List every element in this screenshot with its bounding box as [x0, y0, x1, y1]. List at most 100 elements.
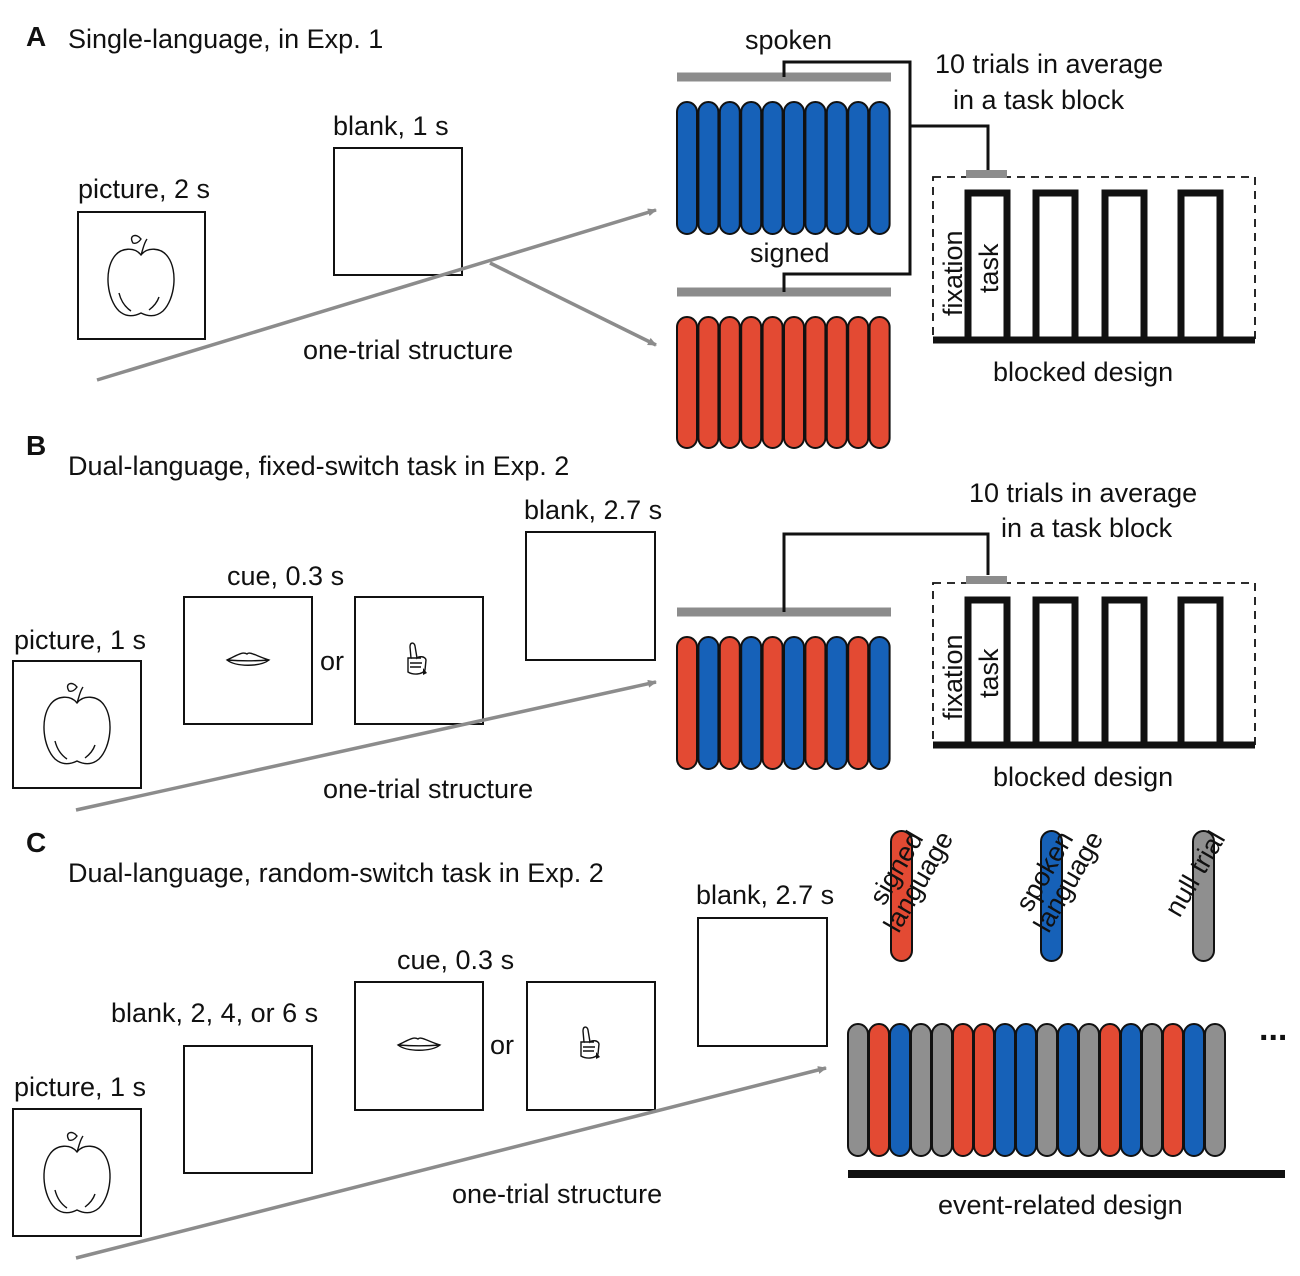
a-trial-label: one-trial structure — [303, 335, 513, 365]
c-null-trial-bar — [1141, 1023, 1163, 1157]
c-spoken-trial-bar — [1057, 1023, 1079, 1157]
b-design-label: blocked design — [993, 762, 1173, 792]
a-avg-line2: in a task block — [953, 85, 1125, 115]
a-bracket-connector — [782, 60, 912, 292]
c-trial-label: one-trial structure — [452, 1179, 662, 1209]
b-blank-frame — [525, 531, 656, 661]
c-blank-var-label: blank, 2, 4, or 6 s — [111, 998, 318, 1028]
panel-a-letter: A — [26, 21, 46, 52]
a-blocked-design: fixation task — [932, 170, 1256, 344]
b-fixation-label: fixation — [938, 634, 968, 720]
a-signed-trial-bar — [825, 316, 848, 449]
c-design-label: event-related design — [938, 1190, 1183, 1220]
a-avg-connector — [910, 124, 990, 170]
a-fixation-label: fixation — [938, 230, 968, 316]
a-spoken-trial-bar — [868, 101, 891, 235]
b-spoken-trial-bar — [740, 636, 763, 770]
a-spoken-trial-bar — [825, 101, 848, 235]
b-trial-arrow — [75, 679, 657, 812]
c-null-trial-bar — [1036, 1023, 1058, 1157]
c-null-trial-bar — [847, 1023, 869, 1157]
panel-a-title: Single-language, in Exp. 1 — [68, 24, 383, 54]
a-spoken-arrow — [96, 208, 657, 382]
c-picture-frame — [12, 1108, 142, 1237]
c-spoken-trial-bar — [889, 1023, 911, 1157]
b-avg-connector — [782, 532, 990, 612]
a-avg-line1: 10 trials in average — [935, 49, 1163, 79]
c-signed-trial-bar — [952, 1023, 974, 1157]
a-signed-arrow — [489, 261, 657, 347]
a-spoken-trial-bar — [676, 101, 698, 235]
b-picture-label: picture, 1 s — [14, 625, 146, 655]
legend-spoken-swatch — [1040, 830, 1063, 962]
b-spoken-trial-bar — [825, 636, 848, 770]
b-signed-trial-bar — [761, 636, 784, 770]
b-signed-trial-bar — [847, 636, 870, 770]
panel-b-letter: B — [26, 430, 46, 461]
c-null-trial-bar — [1204, 1023, 1226, 1157]
a-spoken-trial-bar — [718, 101, 741, 235]
c-signed-trial-bar — [1099, 1023, 1121, 1157]
b-picture-frame — [12, 660, 142, 789]
b-spoken-trial-bar — [783, 636, 805, 770]
c-blank-label: blank, 2.7 s — [696, 880, 834, 910]
panel-c-title: Dual-language, random-switch task in Exp… — [68, 858, 604, 888]
a-signed-block — [676, 316, 891, 449]
a-spoken-trial-bar — [761, 101, 784, 235]
c-spoken-trial-bar — [1120, 1023, 1142, 1157]
a-signed-trial-bar — [697, 316, 720, 449]
c-blank-frame — [697, 917, 828, 1047]
b-or-label: or — [320, 646, 344, 676]
a-spoken-block — [676, 101, 891, 235]
a-signed-trial-bar — [783, 316, 805, 449]
a-spoken-label: spoken — [745, 25, 832, 55]
b-task-label: task — [974, 648, 1004, 698]
b-signed-trial-bar — [676, 636, 698, 770]
a-spoken-trial-bar — [847, 101, 870, 235]
a-signed-trial-bar — [676, 316, 698, 449]
c-spoken-trial-bar — [1183, 1023, 1205, 1157]
a-signed-trial-bar — [740, 316, 763, 449]
c-signed-trial-bar — [973, 1023, 995, 1157]
a-task-label: task — [974, 243, 1004, 293]
a-spoken-trial-bar — [783, 101, 805, 235]
c-or-label: or — [490, 1030, 514, 1060]
b-spoken-trial-bar — [697, 636, 720, 770]
b-mixed-block — [676, 636, 891, 770]
b-signed-trial-bar — [804, 636, 827, 770]
b-blocked-design: fixation task — [932, 576, 1256, 749]
panel-b-title: Dual-language, fixed-switch task in Exp.… — [68, 451, 569, 481]
a-picture-label: picture, 2 s — [78, 174, 210, 204]
c-signed-trial-bar — [868, 1023, 890, 1157]
c-sequence-ellipsis: ... — [1259, 1010, 1287, 1048]
c-blank-var-frame — [183, 1045, 313, 1174]
legend-signed-swatch — [890, 830, 913, 962]
b-spoken-trial-bar — [868, 636, 891, 770]
c-picture-label: picture, 1 s — [14, 1072, 146, 1102]
a-blank-label: blank, 1 s — [333, 111, 449, 141]
a-signed-trial-bar — [804, 316, 827, 449]
a-spoken-trial-bar — [804, 101, 827, 235]
c-spoken-trial-bar — [1015, 1023, 1037, 1157]
b-trial-label: one-trial structure — [323, 774, 533, 804]
a-signed-trial-bar — [868, 316, 891, 449]
a-blank-frame — [333, 147, 463, 276]
a-picture-frame — [77, 211, 206, 340]
b-blank-label: blank, 2.7 s — [524, 495, 662, 525]
a-signed-label: signed — [750, 238, 830, 268]
c-null-trial-bar — [910, 1023, 932, 1157]
a-signed-trial-bar — [847, 316, 870, 449]
b-avg-line2: in a task block — [1001, 513, 1173, 543]
b-cue-label: cue, 0.3 s — [227, 561, 344, 591]
b-signed-trial-bar — [718, 636, 741, 770]
c-trial-arrow — [75, 1066, 827, 1260]
a-signed-trial-bar — [761, 316, 784, 449]
a-spoken-trial-bar — [740, 101, 763, 235]
c-spoken-trial-bar — [994, 1023, 1016, 1157]
c-null-trial-bar — [931, 1023, 953, 1157]
a-spoken-trial-bar — [697, 101, 720, 235]
c-cue-label: cue, 0.3 s — [397, 945, 514, 975]
c-cue-signed-frame — [526, 981, 656, 1111]
